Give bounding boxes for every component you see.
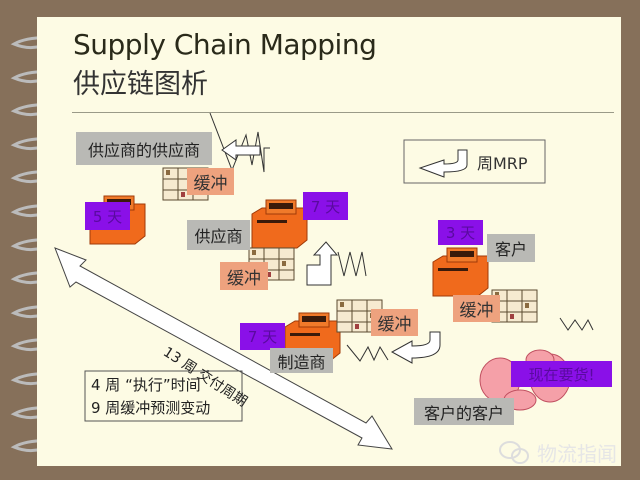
demand-now-badge: 现在要货! xyxy=(511,361,612,387)
signal-zigzag xyxy=(346,344,389,362)
signal-zigzag xyxy=(209,112,270,173)
buffer-label: 缓冲 xyxy=(220,262,268,290)
wechat-icon xyxy=(499,441,529,464)
buffer-label: 缓冲 xyxy=(371,309,418,336)
watermark: 物流指闻 xyxy=(537,442,617,466)
mrp-legend-box xyxy=(403,139,546,184)
label-customer: 客户 xyxy=(487,234,535,262)
notes-box xyxy=(84,370,243,422)
label-supplier: 供应商 xyxy=(187,220,250,250)
label-supplier-supplier: 供应商的供应商 xyxy=(76,132,212,165)
left-arrow-icon xyxy=(221,139,261,161)
note-buffer-forecast: 9 周缓冲预测变动 xyxy=(91,399,211,417)
signal-zigzag xyxy=(337,251,367,277)
mrp-arrow-icon xyxy=(418,149,468,178)
mrp-legend-label: 周MRP xyxy=(477,154,528,173)
lead-time-supplier-supplier: 5 天 xyxy=(85,202,130,230)
note-execution-time: 4 周 “执行”时间 xyxy=(91,376,201,394)
lead-time-customer: 3 天 xyxy=(438,220,483,245)
buffer-label: 缓冲 xyxy=(187,168,234,195)
return-arrow-icon xyxy=(390,331,441,364)
signal-zigzag xyxy=(559,317,594,331)
label-customer-customer: 客户的客户 xyxy=(414,398,514,425)
slide-subtitle: 供应链图析 xyxy=(73,69,208,100)
lead-time-manufacturer: 7 天 xyxy=(240,323,285,350)
title-divider xyxy=(72,112,614,113)
factory-icon-customer xyxy=(432,247,489,297)
factory-icon-supplier xyxy=(251,199,308,249)
double-arrow-icon xyxy=(54,247,393,450)
up-arrow-icon xyxy=(306,241,339,286)
lead-time-supplier: 7 天 xyxy=(303,192,348,220)
label-manufacturer: 制造商 xyxy=(270,348,333,373)
slide-title: Supply Chain Mapping xyxy=(73,28,377,61)
buffer-label: 缓冲 xyxy=(453,295,500,322)
